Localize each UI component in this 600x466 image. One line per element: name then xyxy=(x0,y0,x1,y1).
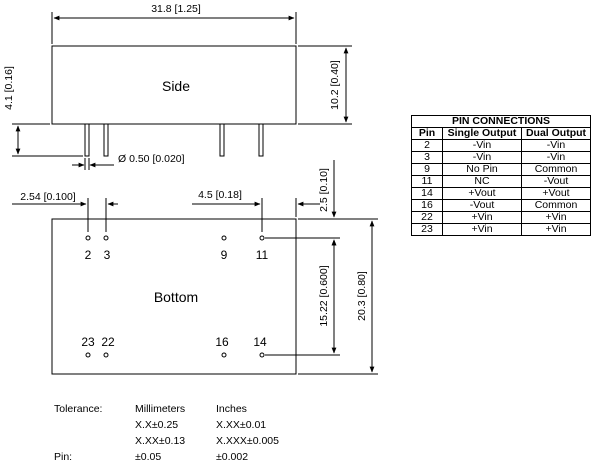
pin-hole xyxy=(103,235,109,241)
dual-output-cell: Common xyxy=(521,163,591,176)
side-view-label: Side xyxy=(162,78,190,94)
pin-length-dim: 4.1 [0.16] xyxy=(3,66,15,110)
pin-table-title: PIN CONNECTIONS xyxy=(411,115,591,128)
row-spacing-dim: 15.22 [0.600] xyxy=(318,265,330,326)
tolerance-pin-in: ±0.002 xyxy=(216,451,248,463)
tolerance-mm-2: X.XX±0.13 xyxy=(135,435,185,447)
pin-number: 16 xyxy=(215,335,229,349)
side-pin xyxy=(258,123,264,157)
tolerance-block: Tolerance: Millimeters Inches X.X±0.25 X… xyxy=(54,403,279,463)
pin-hole xyxy=(259,352,265,358)
table-row: 23 +Vin +Vin xyxy=(411,223,591,236)
single-output-cell: -Vout xyxy=(442,199,522,212)
pin-cell: 16 xyxy=(411,199,443,212)
bottom-view-label: Bottom xyxy=(154,289,198,305)
pin-cell: 2 xyxy=(411,139,443,152)
dual-output-cell: +Vin xyxy=(521,223,591,236)
pin-cell: 11 xyxy=(411,175,443,188)
pin-cell: 14 xyxy=(411,187,443,200)
top-offset-dim: 2.5 [0.10] xyxy=(318,168,330,212)
pin-cell: 9 xyxy=(411,163,443,176)
pin-number: 22 xyxy=(101,335,115,349)
tolerance-in-header: Inches xyxy=(216,403,247,415)
tolerance-pin-label: Pin: xyxy=(54,451,72,463)
depth-dim: 20.3 [0.80] xyxy=(356,271,368,321)
dual-output-cell: +Vout xyxy=(521,187,591,200)
dual-output-cell: -Vin xyxy=(521,139,591,152)
single-output-cell: NC xyxy=(442,175,522,188)
pin-number: 14 xyxy=(253,335,267,349)
tolerance-mm-1: X.X±0.25 xyxy=(135,419,178,431)
tolerance-mm-header: Millimeters xyxy=(135,403,185,415)
pin-cell: 23 xyxy=(411,223,443,236)
table-row: 3 -Vin -Vin xyxy=(411,151,591,164)
side-view xyxy=(12,12,352,170)
side-height-dim: 10.2 [0.40] xyxy=(329,60,341,110)
pin-hole xyxy=(221,352,227,358)
side-width-dim: 31.8 [1.25] xyxy=(151,3,201,15)
single-output-cell: -Vin xyxy=(442,139,522,152)
table-row: 16 -Vout Common xyxy=(411,199,591,212)
single-output-cell: +Vout xyxy=(442,187,522,200)
single-output-cell: +Vin xyxy=(442,223,522,236)
bottom-view xyxy=(12,160,378,375)
pin-connections-table: PIN CONNECTIONS Pin Single Output Dual O… xyxy=(411,115,591,236)
pin-hole xyxy=(259,235,265,241)
pin-hole xyxy=(221,235,227,241)
pin-number: 23 xyxy=(81,335,95,349)
pin-table-header: Pin xyxy=(411,127,443,140)
table-row: 11 NC -Vout xyxy=(411,175,591,188)
tolerance-in-2: X.XXX±0.005 xyxy=(216,435,279,447)
pin-number: 11 xyxy=(256,248,269,262)
pin-diameter-dim: Ø 0.50 [0.020] xyxy=(118,153,185,165)
side-pin xyxy=(84,123,90,157)
side-pin xyxy=(103,123,109,157)
dual-output-cell: -Vout xyxy=(521,175,591,188)
tolerance-label: Tolerance: xyxy=(54,403,102,415)
dual-output-cell: +Vin xyxy=(521,211,591,224)
pin-number: 9 xyxy=(221,248,228,262)
single-output-cell: -Vin xyxy=(442,151,522,164)
pin-hole xyxy=(85,235,91,241)
tolerance-in-1: X.XX±0.01 xyxy=(216,419,266,431)
pin-number: 3 xyxy=(104,248,111,262)
table-row: 22 +Vin +Vin xyxy=(411,211,591,224)
single-output-cell: No Pin xyxy=(442,163,522,176)
tolerance-pin-mm: ±0.05 xyxy=(135,451,161,463)
pin-cell: 22 xyxy=(411,211,443,224)
pin-table-header: Single Output xyxy=(442,127,522,140)
pin-cell: 3 xyxy=(411,151,443,164)
dual-output-cell: Common xyxy=(521,199,591,212)
edge-offset-dim: 4.5 [0.18] xyxy=(198,189,242,201)
table-row: 9 No Pin Common xyxy=(411,163,591,176)
pitch-dim: 2.54 [0.100] xyxy=(20,191,76,203)
pin-table-header: Dual Output xyxy=(521,127,591,140)
side-pin xyxy=(219,123,225,157)
side-view-body xyxy=(51,45,297,125)
bottom-view-body xyxy=(51,218,297,375)
pin-hole xyxy=(103,352,109,358)
single-output-cell: +Vin xyxy=(442,211,522,224)
table-row: 2 -Vin -Vin xyxy=(411,139,591,152)
pin-hole xyxy=(85,352,91,358)
table-row: 14 +Vout +Vout xyxy=(411,187,591,200)
pin-number: 2 xyxy=(85,248,92,262)
dual-output-cell: -Vin xyxy=(521,151,591,164)
